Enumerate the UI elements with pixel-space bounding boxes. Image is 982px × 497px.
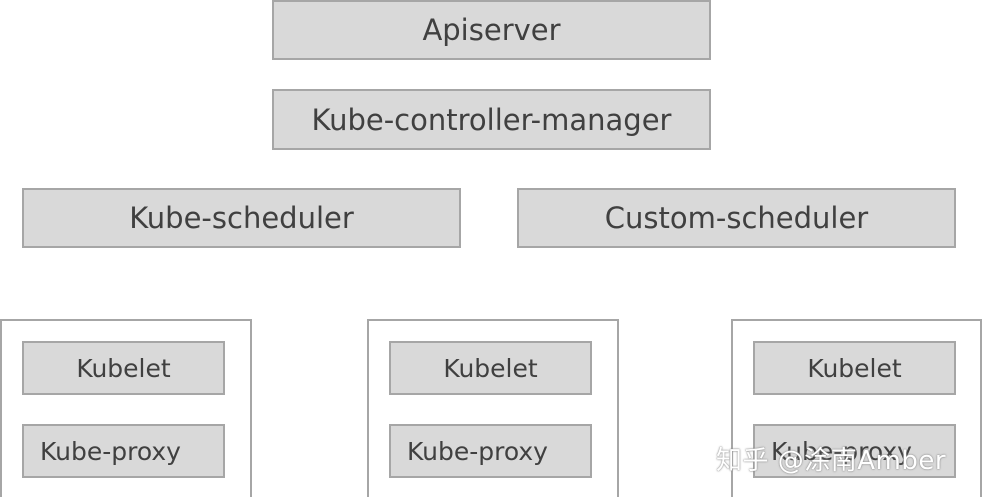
- watermark: 知乎 @涂南Amber: [716, 446, 947, 476]
- apiserver-label: Apiserver: [422, 13, 561, 47]
- kube-proxy-box-node-2: Kube-proxy: [389, 424, 592, 478]
- kubelet-label: Kubelet: [807, 353, 902, 383]
- kube-proxy-label: Kube-proxy: [407, 436, 548, 466]
- kubelet-box-node-3: Kubelet: [753, 341, 956, 395]
- kube-proxy-box-node-1: Kube-proxy: [22, 424, 225, 478]
- kubelet-box-node-1: Kubelet: [22, 341, 225, 395]
- kube-scheduler-box: Kube-scheduler: [22, 188, 461, 248]
- kube-proxy-label: Kube-proxy: [40, 436, 181, 466]
- kube-proxy-box-node-3: Kube-proxy: [753, 424, 956, 478]
- kubelet-label: Kubelet: [443, 353, 538, 383]
- custom-scheduler-box: Custom-scheduler: [517, 188, 956, 248]
- kube-scheduler-label: Kube-scheduler: [129, 201, 354, 235]
- controller-manager-label: Kube-controller-manager: [311, 102, 672, 137]
- kubelet-box-node-2: Kubelet: [389, 341, 592, 395]
- custom-scheduler-label: Custom-scheduler: [604, 201, 869, 235]
- kube-proxy-label: Kube-proxy: [771, 436, 912, 466]
- kubelet-label: Kubelet: [76, 353, 171, 383]
- controller-manager-box: Kube-controller-manager: [272, 89, 711, 150]
- apiserver-box: Apiserver: [272, 0, 711, 60]
